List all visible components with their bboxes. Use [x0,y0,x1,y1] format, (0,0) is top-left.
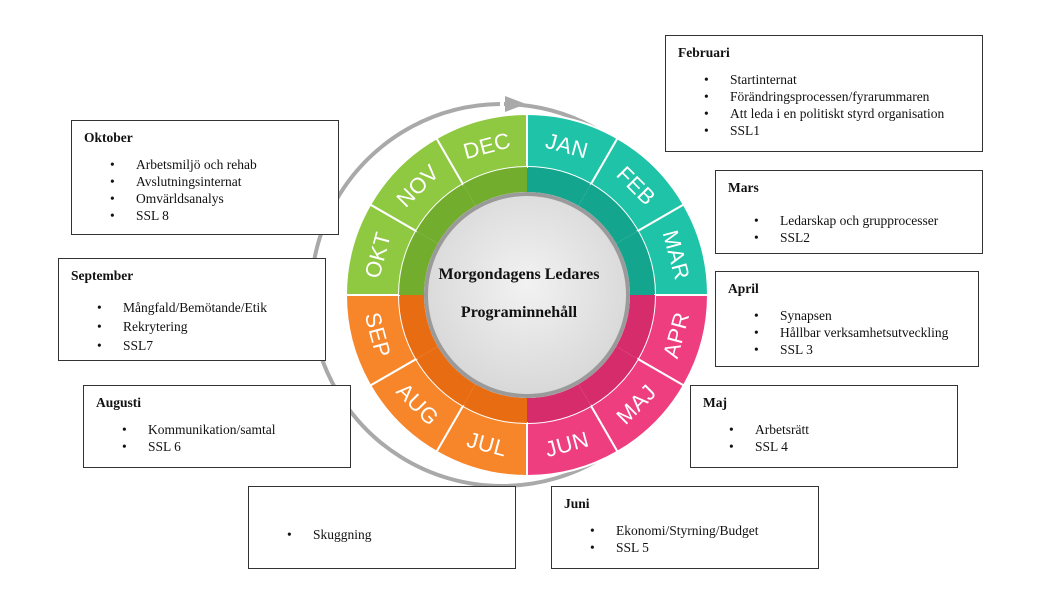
bullet-list: Ekonomi/Styrning/Budget SSL 5 [564,522,806,556]
cycle-arrow-head [505,96,526,112]
box-skuggning: Skuggning [248,486,516,569]
box-title: Oktober [84,130,133,145]
month-inner-band-sep [399,295,438,359]
list-item: Förändringsprocessen/fyrarummaren [704,88,970,105]
list-item: Startinternat [704,71,970,88]
box-mars: Mars Ledarskap och grupprocesser SSL2 [715,170,983,254]
list-item: Ledarskap och grupprocesser [754,212,970,229]
list-item: Skuggning [287,526,503,543]
month-inner-band-aug [416,346,476,406]
box-juni: Juni Ekonomi/Styrning/Budget SSL 5 [551,486,819,569]
list-item: Arbetsrätt [729,421,945,438]
list-item: Att leda i en politiskt styrd organisati… [704,105,970,122]
bullet-list: Mångfald/Bemötande/Etik Rekrytering SSL7 [71,294,313,355]
center-title-line2: Programinnehåll [461,304,578,321]
box-maj: Maj Arbetsrätt SSL 4 [690,385,958,468]
bullet-list: Synapsen Hållbar verksamhetsutveckling S… [728,307,966,358]
box-februari: Februari Startinternat Förändringsproces… [665,35,983,152]
list-item: Ekonomi/Styrning/Budget [590,522,806,539]
bullet-list: Kommunikation/samtal SSL 6 [96,421,338,455]
box-title: Juni [564,496,590,511]
list-item: SSL 5 [590,539,806,556]
list-item: Mångfald/Bemötande/Etik [97,298,313,317]
box-title: Mars [728,180,759,195]
list-item: Kommunikation/samtal [122,421,338,438]
bullet-list: Startinternat Förändringsprocessen/fyrar… [678,71,970,139]
list-item: Arbetsmiljö och rehab [110,156,326,173]
month-inner-band-jan [527,167,591,206]
box-april: April Synapsen Hållbar verksamhetsutveck… [715,271,979,367]
center-disc [428,196,626,394]
bullet-list: Arbetsrätt SSL 4 [703,421,945,455]
list-item: SSL 3 [754,341,966,358]
month-inner-band-dec [463,167,527,206]
box-title: September [71,268,134,283]
list-item: SSL1 [704,122,970,139]
month-inner-band-jul [463,384,527,423]
month-inner-band-jun [527,384,591,423]
list-item: Hållbar verksamhetsutveckling [754,324,966,341]
month-inner-band-apr [616,295,655,359]
center-title-line1: Morgondagens Ledares [438,266,599,283]
box-september: September Mångfald/Bemötande/Etik Rekryt… [58,258,326,361]
month-inner-band-maj [578,346,638,406]
bullet-list: Skuggning [261,496,503,543]
list-item: Avslutningsinternat [110,173,326,190]
list-item: Synapsen [754,307,966,324]
list-item: SSL7 [97,336,313,355]
box-oktober: Oktober Arbetsmiljö och rehab Avslutning… [71,120,339,235]
month-inner-band-mar [616,231,655,295]
month-inner-band-feb [578,184,638,244]
bullet-list: Ledarskap och grupprocesser SSL2 [728,206,970,246]
box-title: Maj [703,395,727,410]
list-item: Omvärldsanalys [110,190,326,207]
month-inner-band-okt [399,231,438,295]
box-title: Februari [678,45,730,60]
month-inner-band-nov [416,184,476,244]
list-item: SSL2 [754,229,970,246]
month-segments [344,112,710,478]
box-augusti: Augusti Kommunikation/samtal SSL 6 [83,385,351,468]
list-item: SSL 6 [122,438,338,455]
list-item: SSL 8 [110,207,326,224]
bullet-list: Arbetsmiljö och rehab Avslutningsinterna… [84,156,326,224]
list-item: Rekrytering [97,317,313,336]
list-item: SSL 4 [729,438,945,455]
box-title: April [728,281,759,296]
box-title: Augusti [96,395,142,410]
